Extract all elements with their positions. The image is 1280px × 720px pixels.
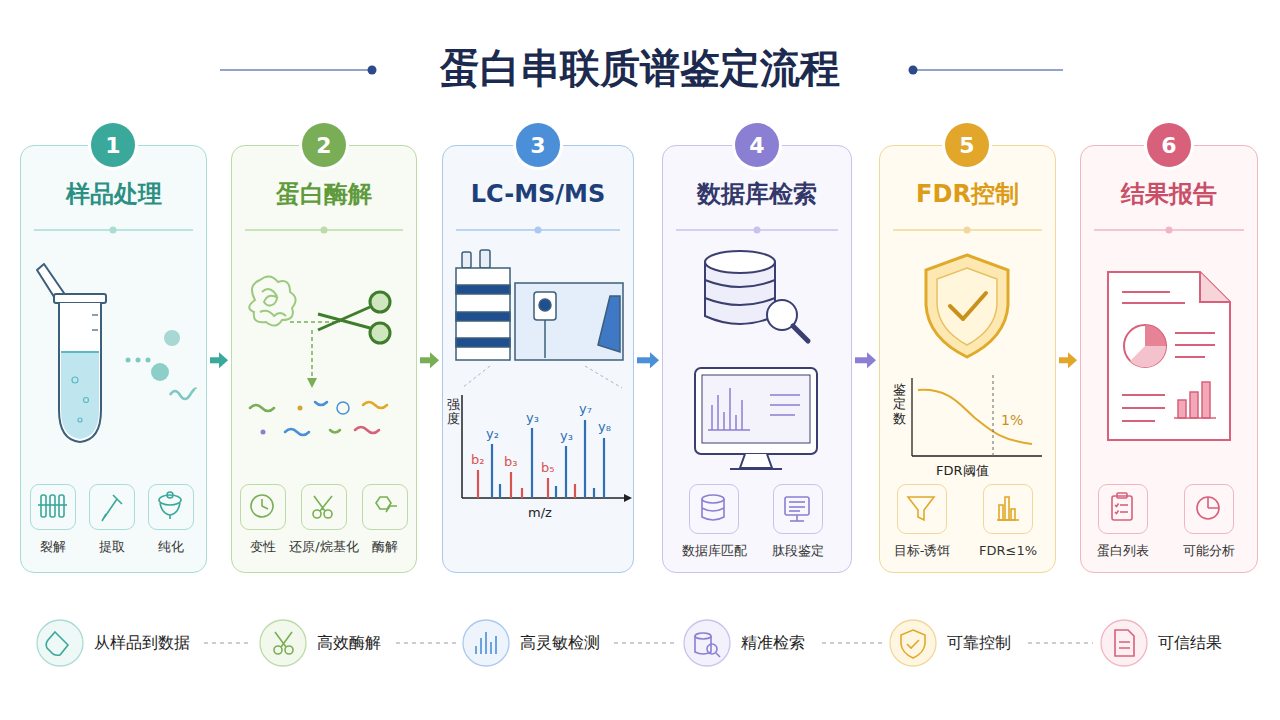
step-number-text: 5 — [959, 133, 974, 158]
sub-step-box: 酶解 — [362, 484, 408, 530]
step-number: 4 — [735, 123, 779, 167]
arrow-head — [1068, 352, 1077, 368]
diagram-title: 蛋白串联质谱鉴定流程 — [0, 38, 1280, 98]
step-number: 6 — [1147, 123, 1191, 167]
step-title: 样品处理 — [21, 179, 206, 209]
step-number-text: 4 — [749, 133, 764, 158]
flow-arrow — [420, 357, 430, 363]
sub-step-label: 纯化 — [158, 539, 184, 555]
feature-label: 高灵敏检测 — [520, 634, 600, 652]
step-number: 1 — [91, 123, 135, 167]
step-number-text: 1 — [105, 133, 120, 158]
chart-label: 鉴定数 — [893, 383, 906, 426]
sub-step-box: 裂解 — [30, 484, 76, 530]
chart-label: y₃ — [526, 411, 539, 426]
process-panel: 蛋白酶解2变性还原/烷基化酶解 — [231, 145, 417, 573]
arrow-head — [867, 352, 876, 368]
sub-step-box: 还原/烷基化 — [301, 484, 347, 530]
flow-arrow — [855, 357, 867, 363]
step-title: LC-MS/MS — [443, 179, 633, 209]
process-panel: 数据库检索4数据库匹配肽段鉴定 — [662, 145, 852, 573]
chart-label: b₂ — [471, 453, 484, 468]
chart-label: 强度 — [447, 398, 460, 427]
sub-step-label: 裂解 — [40, 539, 66, 555]
sub-step-box: 纯化 — [148, 484, 194, 530]
sub-step-label: 可能分析 — [1183, 543, 1235, 559]
feature-label: 可信结果 — [1158, 634, 1222, 652]
step-title: FDR控制 — [880, 179, 1055, 209]
step-number-text: 6 — [1161, 133, 1176, 158]
sub-step-box: 肽段鉴定 — [773, 484, 823, 534]
flow-arrow — [210, 357, 219, 363]
chart-label: b₃ — [504, 455, 517, 470]
chart-label: y₇ — [579, 402, 592, 417]
step-title: 数据库检索 — [663, 179, 851, 209]
chart-label: y₃ — [560, 429, 573, 444]
sub-step-box: 提取 — [89, 484, 135, 530]
process-panel: 结果报告6蛋白列表可能分析 — [1080, 145, 1258, 573]
process-panel: 样品处理1裂解提取纯化 — [20, 145, 207, 573]
flow-arrow — [1059, 357, 1068, 363]
arrow-head — [430, 352, 439, 368]
arrow-head — [650, 352, 659, 368]
sub-step-label: 还原/烷基化 — [289, 539, 358, 555]
sub-step-label: FDR≤1% — [979, 543, 1037, 559]
chart-label: y₈ — [598, 420, 611, 435]
step-number: 3 — [516, 123, 560, 167]
step-title: 蛋白酶解 — [232, 179, 416, 209]
sub-step-label: 变性 — [250, 539, 276, 555]
sub-step-box: 可能分析 — [1184, 484, 1234, 534]
arrow-head — [219, 352, 228, 368]
process-panel: FDR控制5目标-诱饵FDR≤1% — [879, 145, 1056, 573]
sub-step-box: 数据库匹配 — [689, 484, 739, 534]
chart-label: m/z — [528, 506, 552, 521]
sub-step-label: 酶解 — [372, 539, 398, 555]
step-number: 2 — [302, 123, 346, 167]
sub-step-label: 目标-诱饵 — [894, 543, 951, 559]
flow-arrow — [637, 357, 650, 363]
feature-label: 从样品到数据 — [94, 634, 190, 652]
step-title: 结果报告 — [1081, 179, 1257, 209]
sub-step-label: 肽段鉴定 — [772, 543, 824, 559]
sub-step-box: 目标-诱饵 — [897, 484, 947, 534]
feature-label: 精准检索 — [741, 634, 805, 652]
sub-step-box: 变性 — [240, 484, 286, 530]
feature-label: 可靠控制 — [947, 634, 1011, 652]
chart-label: FDR阈值 — [936, 464, 989, 479]
step-number-text: 2 — [316, 133, 331, 158]
feature-label: 高效酶解 — [317, 634, 381, 652]
sub-step-box: FDR≤1% — [983, 484, 1033, 534]
sub-step-label: 蛋白列表 — [1097, 543, 1149, 559]
chart-label: y₂ — [486, 427, 499, 442]
sub-step-box: 蛋白列表 — [1098, 484, 1148, 534]
sub-step-label: 数据库匹配 — [682, 543, 747, 559]
sub-step-label: 提取 — [99, 539, 125, 555]
step-number: 5 — [945, 123, 989, 167]
step-number-text: 3 — [530, 133, 545, 158]
chart-label: 1% — [999, 412, 1025, 428]
chart-label: b₅ — [541, 461, 554, 476]
